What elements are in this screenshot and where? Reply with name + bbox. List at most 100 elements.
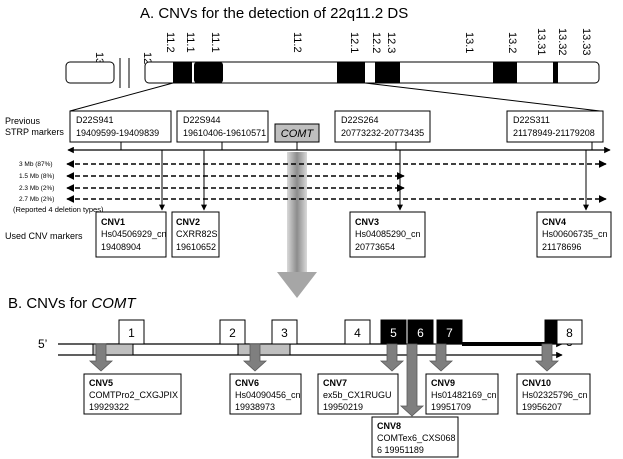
exon: 6: [407, 319, 434, 345]
band-label: 13.33: [580, 28, 592, 56]
exon-number: 4: [354, 326, 361, 340]
cnv-name: CNV3: [355, 217, 379, 227]
strp-marker-range: 21178949-21179208: [513, 128, 595, 138]
band-label: 11.1: [184, 32, 196, 53]
probe-region: [92, 343, 134, 356]
cnv-marker-box: CNV6 Hs04090456_cn 19938973: [229, 373, 302, 415]
cnv-name: CNV1: [101, 217, 125, 227]
band-label: 13: [93, 52, 105, 64]
cnv-id: COMTex6_CXS068: [377, 433, 456, 443]
strp-marker-box: D22S944 19610406-19610571: [176, 110, 269, 143]
strp-marker-range: 20773232-20773435: [341, 128, 424, 138]
deletion-type-arrows: [66, 160, 607, 203]
cnv-marker-box: CNV5 COMTPro2_CXGJPIX 19929322: [83, 373, 182, 415]
strp-marker-name: D22S941: [76, 115, 114, 125]
section-b-title-prefix: B. CNVs for: [8, 295, 91, 312]
cnv-name: CNV4: [542, 217, 566, 227]
cnv-label: Used CNV markers: [5, 231, 83, 241]
strp-marker-name: D22S944: [183, 115, 221, 125]
zoom-down-arrow: [277, 152, 317, 298]
strp-marker-box: D22S311 21178949-21179208: [506, 110, 604, 143]
cnv-marker-box: CNV8 COMTex6_CXS068 6 19951189: [371, 416, 459, 458]
probe-region: [237, 343, 291, 356]
band-label: 11.2: [291, 32, 303, 53]
cnv-marker-box: CNV2 CXRR82S 19610652: [171, 211, 220, 258]
exon: 2: [219, 319, 246, 345]
strp-marker-range: 19610406-19610571: [183, 128, 266, 138]
band-label: 13.2: [506, 32, 518, 53]
exon: 8: [544, 319, 583, 345]
cnv-name: CNV2: [176, 217, 200, 227]
strp-label: Previous: [5, 116, 41, 126]
cnv-name: CNV10: [522, 378, 551, 388]
cnv-marker-box: CNV9 Hs01482169_cn 19951709: [425, 373, 499, 415]
cnv-position: 21178696: [542, 242, 581, 252]
deletion-label: 3 Mb (87%): [19, 161, 53, 168]
cnv-id: Hs04506929_cn: [101, 229, 167, 239]
cnv-position: 19610652: [176, 242, 216, 252]
comt-box: COMT: [274, 123, 320, 143]
exon-number: 2: [229, 326, 236, 340]
exon: 7: [436, 319, 463, 345]
strp-marker-name: D22S264: [341, 115, 379, 125]
cnv-id: Hs04090456_cn: [235, 390, 301, 400]
band-label: 13.31: [535, 28, 547, 56]
band-label: 12.1: [348, 32, 360, 53]
exon: 5: [380, 319, 407, 345]
cnv-marker-box: CNV10 Hs02325796_cn 19956207: [516, 373, 591, 415]
exon: 4: [344, 319, 371, 345]
band-label: 13.1: [463, 32, 475, 53]
cnv-name: CNV9: [431, 378, 455, 388]
cnv-name: CNV8: [377, 421, 401, 431]
cnv-arrows: [88, 343, 560, 417]
section-b-title: B. CNVs for COMT: [8, 295, 137, 312]
exon-number: 3: [281, 326, 288, 340]
strp-label: STRP markers: [5, 127, 64, 137]
cnv-id: Hs02325796_cn: [522, 390, 588, 400]
cnv-position: 20773654: [355, 242, 395, 252]
chromosome-ideogram: [65, 58, 600, 88]
strp-marker-name: D22S311: [513, 115, 550, 125]
zoom-line-left: [69, 82, 174, 112]
cnv-id: Hs00606735_cn: [542, 229, 608, 239]
cnv-position: 6 19951189: [377, 445, 424, 455]
band-label: 12: [141, 52, 153, 64]
section-b-title-gene: COMT: [91, 295, 137, 312]
cnv-position: 19950219: [323, 402, 363, 412]
exon-number: 6: [417, 326, 424, 340]
band-label: 11.1: [209, 32, 221, 53]
cnv-marker-box: CNV4 Hs00606735_cn 21178696: [536, 211, 612, 258]
deletion-label: 1.5 Mb (8%): [19, 173, 54, 180]
cnv-name: CNV7: [323, 378, 347, 388]
strp-marker-box: D22S941 19409599-19409839: [69, 110, 172, 143]
exon-number: 5: [390, 326, 397, 340]
cnv-position: 19951709: [431, 402, 471, 412]
band-label: 11.2: [164, 32, 176, 53]
exon-number: 7: [446, 326, 453, 340]
exon-number: 8: [566, 326, 573, 340]
cnv-marker-box: CNV3 Hs04085290_cn 20773654: [349, 211, 426, 258]
cnv-position: 19956207: [522, 402, 562, 412]
cnv-id: ex5b_CX1RUGU: [323, 390, 392, 400]
zoom-line-right: [364, 82, 601, 112]
exon: 1: [118, 319, 145, 345]
band-label: 12.2: [370, 32, 382, 53]
cnv-id: Hs04085290_cn: [355, 229, 421, 239]
band-label: 12.3: [385, 32, 397, 53]
cnv-marker-box: CNV1 Hs04506929_cn 19408904: [95, 211, 167, 258]
exon: 3: [271, 319, 298, 345]
cnv-name: CNV6: [235, 378, 259, 388]
deletion-note: (Reported 4 deletion types): [13, 205, 104, 214]
cnv-id: CXRR82S: [176, 229, 218, 239]
exon-number: 1: [128, 326, 135, 340]
strp-marker-box: D22S264 20773232-20773435: [334, 110, 431, 143]
band-labels: 13 12 11.2 11.1 11.1 11.2 12.1 12.2 12.3…: [93, 28, 592, 64]
cnv-position: 19408904: [101, 242, 141, 252]
cnv-name: CNV5: [89, 378, 113, 388]
deletion-label: 2.3 Mb (2%): [19, 185, 54, 192]
five-prime-label: 5’: [38, 337, 47, 351]
cnv-position: 19938973: [235, 402, 275, 412]
cnv-marker-box: CNV7 ex5b_CX1RUGU 19950219: [317, 373, 399, 415]
cnv-position: 19929322: [89, 402, 129, 412]
band-label: 13.32: [556, 28, 568, 56]
